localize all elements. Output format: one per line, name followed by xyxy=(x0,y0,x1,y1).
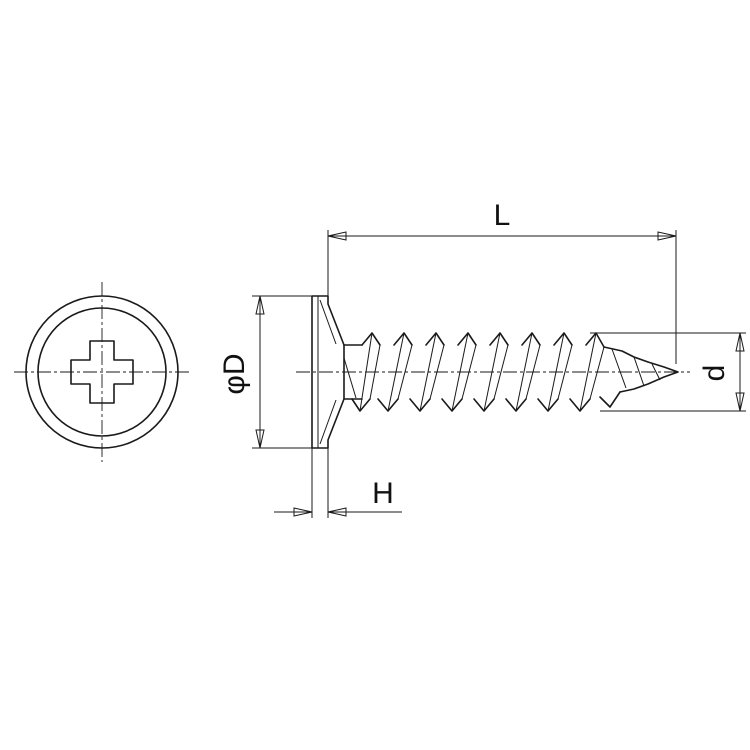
screw-side-view xyxy=(296,295,690,449)
head-bevel-bottom xyxy=(319,399,337,445)
head-diameter-dimension xyxy=(252,295,312,449)
head-diameter-label: φD xyxy=(218,353,251,394)
length-dimension xyxy=(327,230,677,364)
tip-thread xyxy=(611,348,661,389)
head-bevel-top xyxy=(319,299,337,345)
thread-diameter-label: d xyxy=(698,365,731,382)
thread-diameter-dimension xyxy=(590,332,746,412)
length-label: L xyxy=(494,199,511,232)
phillips-recess xyxy=(70,340,134,404)
head-height-dimension xyxy=(274,448,402,518)
screw-tip xyxy=(603,346,679,393)
head-height-label: H xyxy=(372,477,394,510)
head-top-view xyxy=(14,282,192,462)
